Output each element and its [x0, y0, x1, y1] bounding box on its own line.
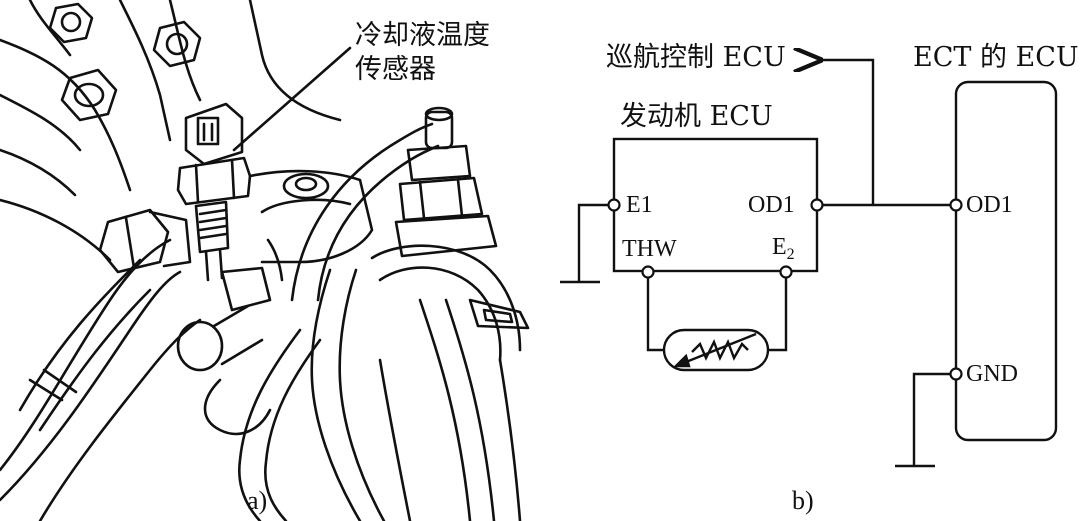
hose-left-inner [0, 270, 182, 502]
terminal-gnd [949, 367, 963, 381]
bolt-3 [60, 68, 118, 122]
hose-arc-inner [316, 144, 440, 302]
bolt-1 [48, 2, 94, 44]
terminal-od1-engine [810, 198, 824, 212]
pin-e2: E2 [772, 234, 795, 263]
ect-ecu-label: ECT 的 ECU [913, 42, 1079, 73]
strap-slot [482, 308, 514, 324]
block-outline-1 [0, 38, 132, 192]
pipe-right-far [498, 358, 522, 521]
pipe-left-2 [38, 288, 152, 432]
sensor-connector [184, 102, 244, 166]
gnd-ground-wire [912, 372, 950, 466]
fitting-upper-right [394, 106, 498, 258]
pin-od1-engine: OD1 [748, 192, 795, 218]
fitting-cap [176, 266, 272, 372]
block-outline-4 [118, 0, 172, 142]
sensor-label-line1: 冷却液温度 [355, 20, 490, 51]
caption-b: b) [792, 486, 814, 515]
pipe-left-1 [18, 258, 142, 412]
hose-arc-outer [290, 122, 434, 302]
pipe-right-inner [444, 298, 496, 521]
housing-side [266, 238, 284, 282]
bolt-2 [152, 20, 202, 68]
engine-ecu-label: 发动机 ECU [620, 101, 773, 132]
thermistor-body [662, 328, 770, 372]
cruise-wire [818, 60, 875, 205]
terminal-thw [641, 265, 655, 279]
block-outline-5 [168, 0, 202, 102]
fitting-left [98, 208, 192, 274]
thermistor-zigzag [691, 339, 749, 361]
center-bolt [282, 172, 330, 200]
block-outline-3 [28, 0, 72, 57]
block-outline-6 [248, 0, 342, 122]
hose-mid-1 [310, 268, 362, 521]
sensor-label-line2: 传感器 [355, 54, 436, 85]
housing-curve [260, 198, 352, 214]
hose-mid-2 [338, 268, 386, 521]
e1-ground-wire [577, 203, 609, 282]
strap-clip [468, 298, 530, 330]
hose-u-inner [264, 338, 322, 521]
pin-thw: THW [622, 236, 677, 262]
hose-small-loop [203, 378, 272, 436]
terminal-e2 [779, 265, 793, 279]
ect-ecu-box [954, 80, 1058, 442]
strap-outer [370, 244, 522, 352]
pipe-clamp [28, 368, 78, 402]
strap-inner [378, 266, 502, 362]
block-outline-8 [0, 148, 77, 197]
cruise-ecu-label: 巡航控制 ECU [606, 42, 786, 73]
e2-wire [768, 272, 788, 352]
pipe-right-outer [418, 298, 472, 521]
housing-outline [248, 169, 374, 264]
pin-e2-letter: E [772, 234, 787, 260]
hose-u-outer [238, 328, 302, 521]
thw-wire [646, 272, 664, 352]
pipe-center [378, 358, 412, 521]
block-outline-2 [0, 93, 82, 152]
sensor-leader-line [232, 46, 352, 152]
pin-od1-ect: OD1 [966, 192, 1013, 218]
pin-e2-subscript: 2 [786, 246, 795, 263]
terminal-e1 [607, 198, 621, 212]
pin-gnd: GND [966, 361, 1018, 387]
terminal-od1-ect [949, 198, 963, 212]
hose-left-outer [0, 238, 172, 472]
thermistor-arrow-head [673, 353, 691, 368]
caption-a: a) [247, 486, 268, 515]
pin-e1: E1 [626, 192, 653, 218]
